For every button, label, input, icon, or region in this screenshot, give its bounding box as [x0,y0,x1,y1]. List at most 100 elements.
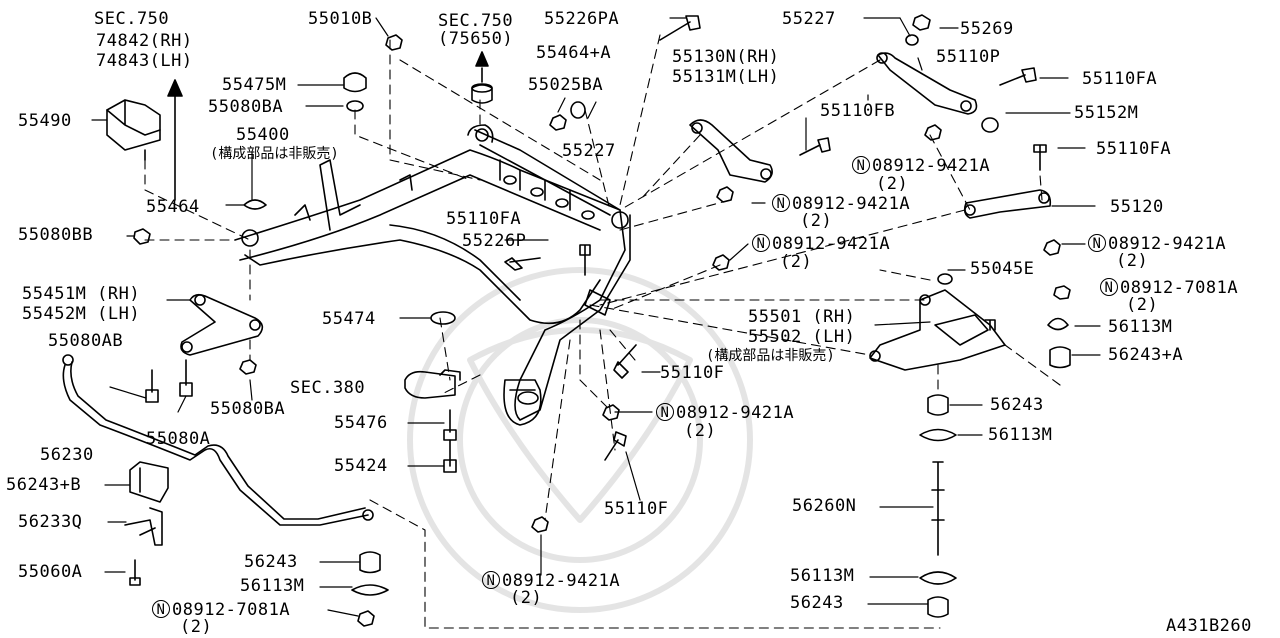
qty-08912-f: (2) [510,588,543,608]
mount-bushings [243,72,493,325]
label-56113M-d[interactable]: 56113M [790,566,855,586]
label-55110P[interactable]: 55110P [936,47,1001,67]
label-56113M-a[interactable]: 56113M [1108,317,1173,337]
label-55010B[interactable]: 55010B [308,9,373,29]
label-55227-a[interactable]: 55227 [782,9,836,29]
shock-parts [351,273,1071,618]
part-sec380 [404,369,461,399]
n-symbol: N [152,600,170,618]
arm-55110P [876,52,978,115]
arrow-sec750b [475,51,489,83]
label-56243-c[interactable]: 56243 [790,593,844,613]
label-56243B[interactable]: 56243+B [6,475,82,495]
label-56243-a[interactable]: 56243 [990,395,1044,415]
qty-08912-a: (2) [876,174,909,194]
label-74842[interactable]: 74842(RH) [96,31,193,51]
qty-08912-7081-a: (2) [1126,295,1159,315]
label-55152M[interactable]: 55152M [1074,103,1139,123]
arrow-sec750 [167,79,183,201]
label-55464A[interactable]: 55464+A [536,43,612,63]
label-55080A[interactable]: 55080A [146,429,211,449]
label-55502[interactable]: 55502 (LH) [748,327,856,347]
note-55400: (構成部品は非販売) [210,146,339,162]
label-55080BA-a[interactable]: 55080BA [208,97,284,117]
arm-55120 [963,189,1052,219]
label-55110FA-a[interactable]: 55110FA [1082,69,1158,89]
bolts [129,15,1047,586]
label-55060A[interactable]: 55060A [18,562,83,582]
label-55045E[interactable]: 55045E [970,259,1035,279]
label-55475M[interactable]: 55475M [222,75,287,95]
label-55474[interactable]: 55474 [322,309,376,329]
n-symbol: N [482,571,500,589]
label-55080BB[interactable]: 55080BB [18,225,94,245]
label-56230[interactable]: 56230 [40,445,94,465]
qty-08912-e: (2) [684,421,717,441]
label-sec750[interactable]: SEC.750 [94,9,170,29]
label-56260N[interactable]: 56260N [792,496,857,516]
label-55424[interactable]: 55424 [334,456,388,476]
label-55025BA[interactable]: 55025BA [528,75,604,95]
n-symbol: N [772,194,790,212]
label-56113M-b[interactable]: 56113M [988,425,1053,445]
stabilizer-56230 [62,354,374,526]
label-sec750-b[interactable]: SEC.750 [438,11,514,31]
arm-55501 [869,289,1006,371]
qty-08912-c: (2) [780,252,813,272]
leader-lines [91,17,1101,617]
label-55110FB[interactable]: 55110FB [820,101,896,121]
bushing-56243B [129,461,169,503]
label-55110FA-c[interactable]: 55110FA [446,209,522,229]
n-symbol: N [656,403,674,421]
qty-08912-b: (2) [800,211,833,231]
label-55476[interactable]: 55476 [334,413,388,433]
note-55501: (構成部品は非販売) [706,348,835,364]
qty-08912-7081-b: (2) [180,617,213,637]
link-55451M [180,293,264,356]
dashed-lines [144,34,1061,629]
label-55080AB[interactable]: 55080AB [48,331,124,351]
n-symbol: N [1100,278,1118,296]
label-55490[interactable]: 55490 [18,111,72,131]
label-55227-b[interactable]: 55227 [562,141,616,161]
label-55131M[interactable]: 55131M(LH) [672,67,780,87]
label-55226PA[interactable]: 55226PA [544,9,620,29]
label-55110F-b[interactable]: 55110F [604,499,669,519]
label-55400[interactable]: 55400 [236,125,290,145]
label-55080BA-b[interactable]: 55080BA [210,399,286,419]
label-55451M[interactable]: 55451M (RH) [22,284,141,304]
n-symbol: N [752,234,770,252]
diagram-id: A431B260 [1166,616,1252,636]
label-56243-b[interactable]: 56243 [244,552,298,572]
part-55490 [106,99,161,161]
n-symbol: N [1088,234,1106,252]
label-55501[interactable]: 55501 (RH) [748,307,856,327]
label-55464[interactable]: 55464 [146,197,200,217]
bracket-56233Q [124,507,163,546]
subframe-55400 [234,124,631,426]
n-symbol: N [852,156,870,174]
label-55130N[interactable]: 55130N(RH) [672,47,780,67]
label-55110FA-b[interactable]: 55110FA [1096,139,1172,159]
label-sec380[interactable]: SEC.380 [290,378,366,398]
label-74843[interactable]: 74843(LH) [96,51,193,71]
label-56243A[interactable]: 56243+A [1108,345,1184,365]
label-56233Q[interactable]: 56233Q [18,512,83,532]
label-55120[interactable]: 55120 [1110,197,1164,217]
label-56113M-c[interactable]: 56113M [240,576,305,596]
label-55452M[interactable]: 55452M (LH) [22,304,141,324]
qty-08912-d: (2) [1116,251,1149,271]
label-55226P[interactable]: 55226P [462,231,527,251]
label-55110F-a[interactable]: 55110F [660,363,725,383]
label-55269[interactable]: 55269 [960,19,1014,39]
label-sec750-b2[interactable]: (75650) [438,29,514,49]
